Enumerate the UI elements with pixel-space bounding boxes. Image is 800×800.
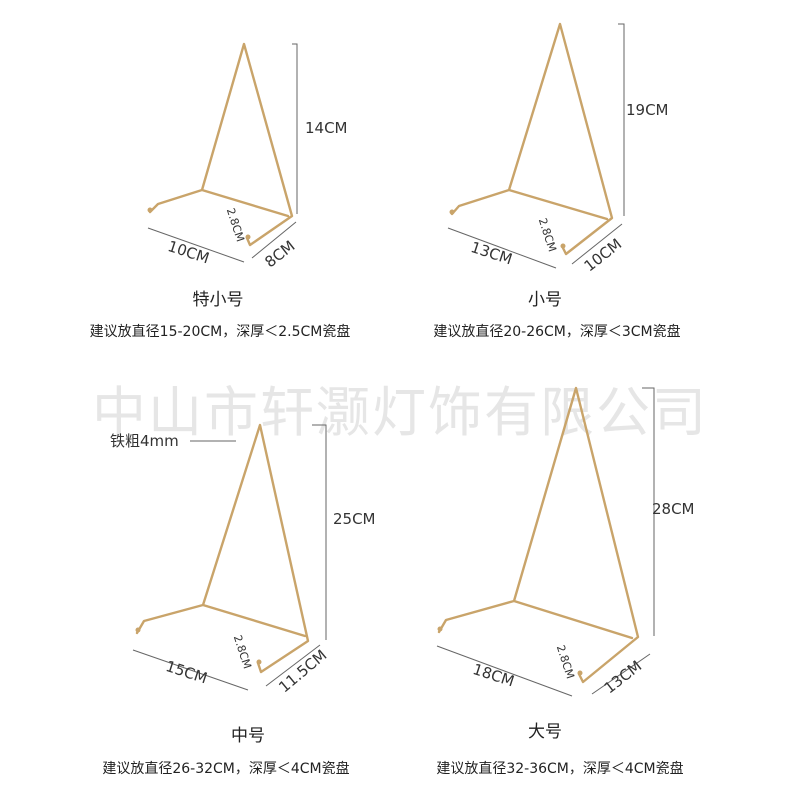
wire-thickness-label: 铁粗4mm bbox=[110, 432, 179, 450]
width-guide bbox=[147, 227, 245, 263]
width-guide bbox=[436, 645, 573, 697]
lip-label: 2.8CM bbox=[536, 216, 559, 253]
depth-guide bbox=[571, 223, 623, 265]
depth-label: 8CM bbox=[261, 237, 298, 271]
height-guide bbox=[292, 43, 298, 214]
watermark-text: 中山市轩灏灯饰有限公司 bbox=[92, 381, 708, 444]
width-guide bbox=[447, 227, 557, 269]
size-name: 特小号 bbox=[193, 290, 244, 310]
depth-guide bbox=[251, 221, 297, 259]
width-label: 18CM bbox=[471, 660, 517, 690]
height-guide bbox=[618, 23, 625, 216]
size-description: 建议放直径15-20CM，深厚＜2.5CM瓷盘 bbox=[90, 323, 351, 340]
height-label: 28CM bbox=[652, 500, 695, 518]
stand-tip bbox=[256, 659, 262, 665]
height-label: 19CM bbox=[626, 101, 669, 119]
stand-medium: 铁粗4mm 25CM 15CM 11.5CM 2.8CM 中号 建议放直径26-… bbox=[102, 423, 376, 777]
depth-label: 11.5CM bbox=[275, 646, 330, 696]
depth-guide bbox=[265, 644, 321, 687]
size-name: 小号 bbox=[528, 290, 562, 310]
depth-guide bbox=[591, 653, 651, 695]
width-label: 10CM bbox=[166, 237, 212, 267]
depth-label: 10CM bbox=[581, 235, 626, 275]
stand-frame bbox=[135, 423, 310, 674]
size-description: 建议放直径20-26CM，深厚＜3CM瓷盘 bbox=[433, 323, 680, 340]
size-name: 中号 bbox=[231, 726, 265, 746]
size-description: 建议放直径32-36CM，深厚＜4CM瓷盘 bbox=[436, 760, 683, 777]
stand-small: 19CM 13CM 10CM 2.8CM 小号 建议放直径20-26CM，深厚＜… bbox=[433, 22, 681, 340]
stand-tip bbox=[147, 207, 153, 213]
height-guide bbox=[312, 424, 327, 640]
lip-label: 2.8CM bbox=[224, 206, 247, 243]
height-label: 25CM bbox=[333, 510, 376, 528]
height-guide bbox=[642, 387, 655, 636]
lip-label: 2.8CM bbox=[231, 633, 254, 670]
stand-tip bbox=[560, 243, 566, 249]
stand-frame bbox=[437, 386, 640, 684]
width-label: 15CM bbox=[164, 657, 210, 687]
stand-tip bbox=[245, 234, 251, 240]
size-name: 大号 bbox=[528, 722, 562, 742]
stand-extra-small: 14CM 10CM 8CM 2.8CM 特小号 建议放直径15-20CM，深厚＜… bbox=[90, 42, 351, 340]
size-description: 建议放直径26-32CM，深厚＜4CM瓷盘 bbox=[102, 760, 349, 777]
stand-tip bbox=[577, 670, 583, 676]
height-label: 14CM bbox=[305, 119, 348, 137]
stand-tip bbox=[437, 626, 443, 632]
lip-label: 2.8CM bbox=[554, 643, 577, 680]
width-label: 13CM bbox=[469, 238, 515, 268]
stand-tip bbox=[449, 209, 455, 215]
stand-large: 28CM 18CM 13CM 2.8CM 大号 建议放直径32-36CM，深厚＜… bbox=[436, 386, 695, 777]
stand-frame bbox=[450, 22, 614, 256]
stand-frame bbox=[148, 42, 294, 247]
width-guide bbox=[132, 649, 249, 691]
stand-tip bbox=[135, 627, 141, 633]
